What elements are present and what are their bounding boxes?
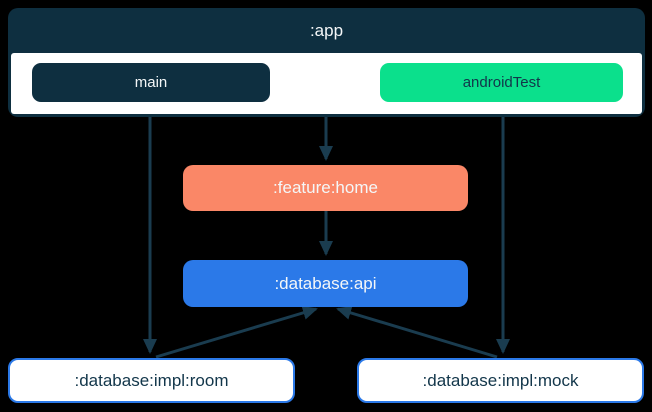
source-set-androidtest-label: androidTest xyxy=(462,74,541,91)
app-source-sets-panel: main androidTest xyxy=(11,53,642,114)
edge-impl-mock-to-database-api xyxy=(336,306,498,359)
app-module-container: :app main androidTest xyxy=(8,8,645,117)
module-database-api: :database:api xyxy=(183,260,468,307)
module-feature-home: :feature:home xyxy=(183,165,468,211)
edge-impl-room-to-database-api xyxy=(155,306,318,359)
module-database-api-label: :database:api xyxy=(274,273,377,293)
app-module-title: :app xyxy=(309,20,344,40)
source-set-androidtest: androidTest xyxy=(380,63,623,102)
module-database-impl-mock: :database:impl:mock xyxy=(357,358,644,403)
source-set-main: main xyxy=(32,63,270,102)
source-set-main-label: main xyxy=(134,74,168,91)
module-database-impl-mock-label: :database:impl:mock xyxy=(422,370,579,390)
module-feature-home-label: :feature:home xyxy=(273,178,378,197)
module-database-impl-room-label: :database:impl:room xyxy=(74,370,229,390)
module-database-impl-room: :database:impl:room xyxy=(8,358,295,403)
